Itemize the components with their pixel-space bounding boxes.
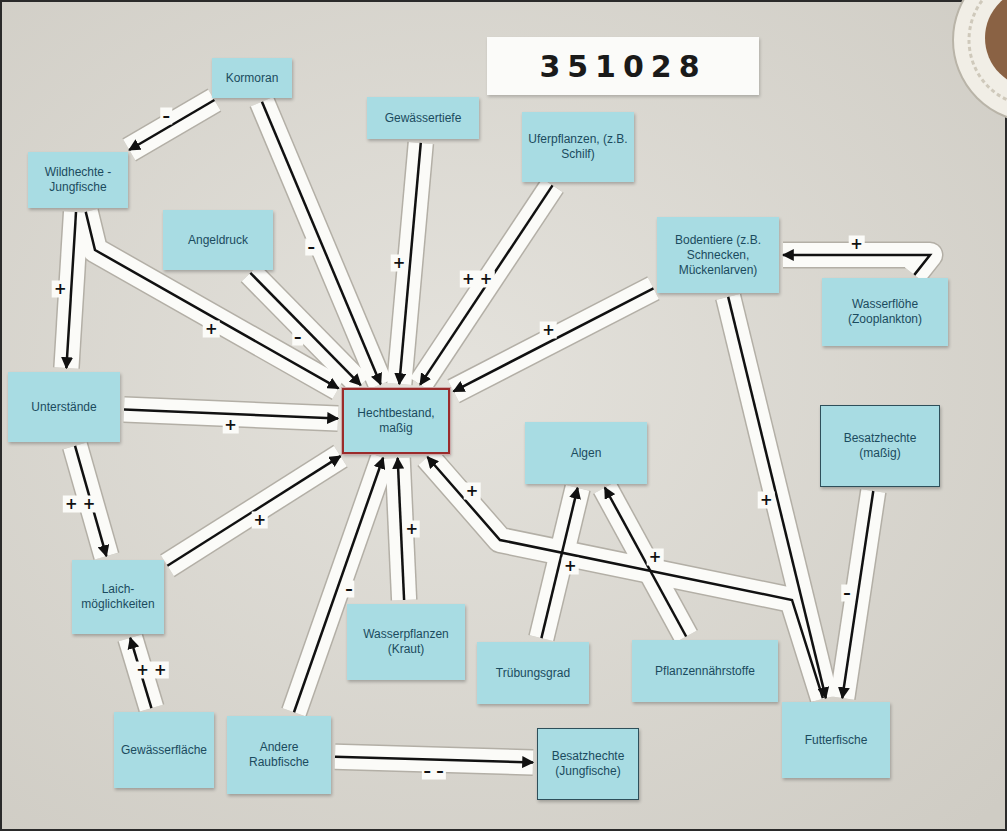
causal-arrow [262, 102, 381, 385]
polarity-sign: + [222, 417, 239, 434]
concept-card: Wasserflöhe (Zooplankton) [822, 278, 948, 346]
concept-card: Pflanzennährstoffe [632, 640, 778, 702]
concept-card: Wasserpflanzen (Kraut) [347, 604, 465, 680]
concept-card: Futterfische [782, 702, 890, 778]
causal-arrow [167, 456, 340, 566]
strip-shadow [783, 255, 930, 275]
arrow-lines [66, 100, 930, 762]
polarity-sign: + + [134, 661, 168, 678]
causal-arrow [454, 288, 654, 391]
strip-shadow [129, 100, 214, 150]
polarity-sign: + [647, 548, 664, 565]
polarity-sign: + [52, 281, 69, 298]
polarity-sign: – – [422, 762, 446, 779]
paper-strip [129, 100, 214, 150]
concept-card: Gewässertiefe [367, 97, 479, 139]
polarity-sign: + [391, 254, 408, 271]
causal-arrow [783, 255, 930, 275]
paper-strip [783, 255, 930, 275]
concept-card: Bodentiere (z.B. Schnecken, Mückenlarven… [657, 217, 779, 293]
polarity-sign: + + [63, 496, 97, 513]
card-text: Bodentiere (z.B. Schnecken, Mückenlarven… [663, 233, 773, 278]
card-text: Wildhechte - Jungfische [34, 165, 122, 195]
causal-arrow [541, 488, 577, 638]
strip-shadow [541, 488, 577, 638]
polarity-sign: + [252, 512, 269, 529]
card-text: Uferpflanzen, (z.B. Schilf) [528, 132, 628, 162]
card-text: Gewässertiefe [373, 111, 473, 126]
paper-strip [86, 212, 339, 388]
causal-arrow [420, 185, 552, 384]
card-text: Trübungsgrad [483, 666, 583, 681]
number-card: 351028 [487, 37, 759, 95]
concept-card: Unterstände [8, 372, 120, 442]
concept-card: Angeldruck [163, 210, 273, 270]
paper-strip [454, 288, 654, 391]
strip-shadow [728, 297, 826, 698]
concept-card: Algen [525, 422, 647, 484]
plate-food [985, 0, 1007, 88]
card-text: Futterfische [788, 733, 884, 748]
polarity-sign: – [161, 107, 173, 124]
card-text: Wasserpflanzen (Kraut) [353, 627, 459, 657]
card-text: Hechtbestand, maßig [350, 406, 442, 436]
polarity-sign: + [848, 236, 865, 253]
card-text: Kormoran [218, 71, 286, 86]
polarity-sign: + [758, 492, 775, 509]
card-text: Andere Raubfische [233, 740, 325, 770]
concept-card: Wildhechte - Jungfische [28, 152, 128, 208]
card-text: Angeldruck [169, 233, 267, 248]
polarity-sign: + + [460, 270, 494, 287]
polarity-sign: – [841, 584, 853, 601]
concept-card: Besatzhechte (maßig) [820, 405, 940, 487]
concept-card: Kormoran [212, 58, 292, 98]
concept-card: Trübungsgrad [477, 642, 589, 704]
paper-strips [66, 100, 930, 762]
polarity-sign: + [562, 557, 579, 574]
card-text: Pflanzennährstoffe [638, 664, 772, 679]
plate-pattern [969, 0, 1007, 106]
concept-card: Besatzhechte (Jungfische) [537, 728, 639, 800]
card-text: Wasserflöhe (Zooplankton) [828, 297, 942, 327]
polarity-sign: + [464, 483, 481, 500]
polarity-sign: – [343, 580, 355, 597]
polarity-sign: + [540, 322, 557, 339]
plate-rim [953, 0, 1007, 122]
causal-arrow [605, 488, 686, 637]
concept-card: Uferpflanzen, (z.B. Schilf) [522, 112, 634, 182]
polarity-sign: + [404, 520, 421, 537]
card-text: Laich- möglichkeiten [78, 582, 158, 612]
causal-arrow [86, 212, 339, 388]
card-text: Algen [531, 446, 641, 461]
concept-card: Gewässerfläche [114, 712, 214, 788]
causal-arrow [129, 100, 214, 150]
causal-arrow [728, 297, 826, 698]
concept-card: Hechtbestand, maßig [342, 388, 450, 454]
strip-shadow [167, 456, 340, 566]
card-text: Gewässerfläche [120, 743, 208, 758]
polarity-sign: – [292, 328, 304, 345]
card-text: Besatzhechte (maßig) [827, 431, 933, 461]
strip-shadow [86, 212, 339, 388]
paper-strip [728, 297, 826, 698]
paper-strip [541, 488, 577, 638]
card-text: Unterstände [14, 400, 114, 415]
paper-strip [605, 488, 686, 637]
concept-card: Andere Raubfische [227, 716, 331, 794]
card-number: 351028 [539, 49, 706, 84]
polarity-sign: – [305, 239, 317, 256]
paper-strip [167, 456, 340, 566]
card-text: Besatzhechte (Jungfische) [544, 749, 632, 779]
concept-card: Laich- möglichkeiten [72, 560, 164, 634]
polarity-sign: + [203, 320, 220, 337]
